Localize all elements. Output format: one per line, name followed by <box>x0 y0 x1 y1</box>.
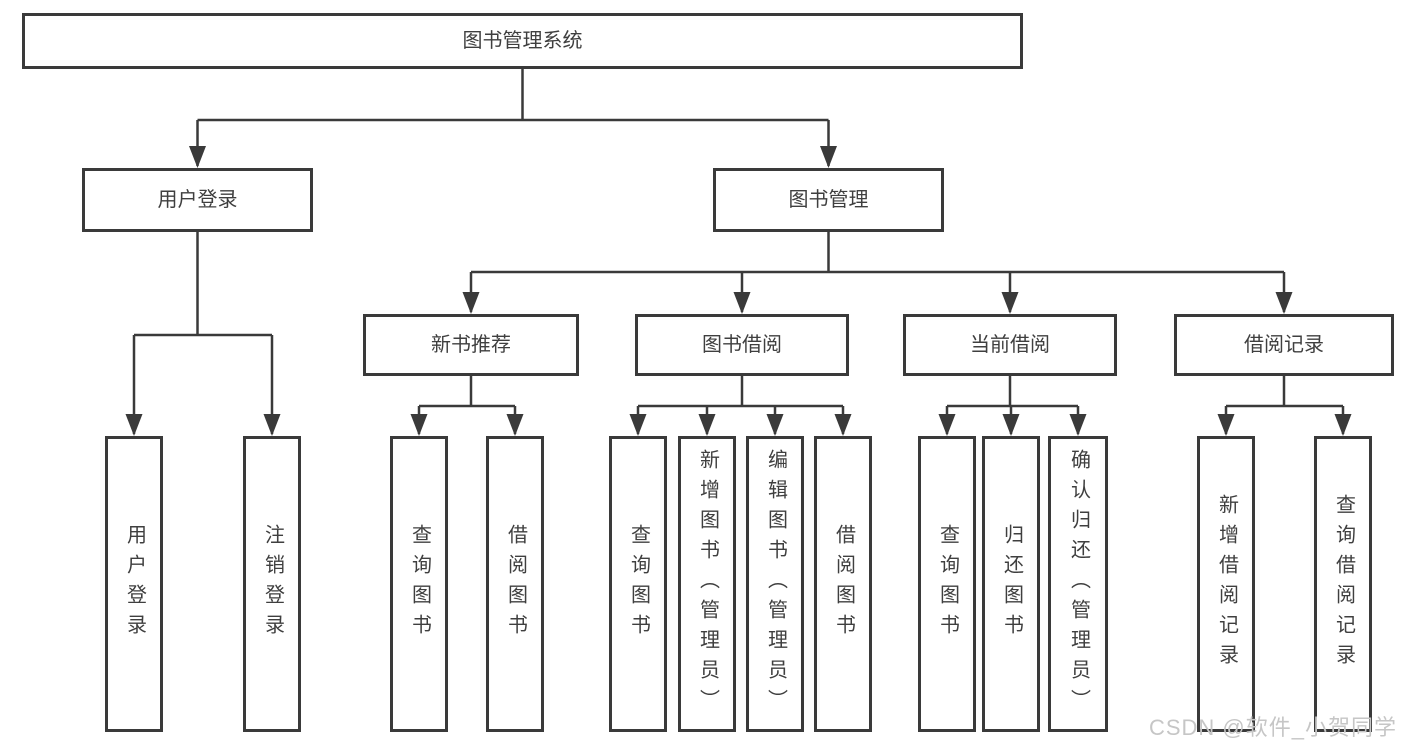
node-leaf-confirm-return-admin: 确认归还（管理员） <box>1048 436 1108 732</box>
node-borrow-records: 借阅记录 <box>1174 314 1394 376</box>
node-leaf-add-borrow-record: 新增借阅记录 <box>1197 436 1255 732</box>
arrowhead <box>1217 414 1235 436</box>
arrowhead <box>766 414 784 436</box>
node-leaf-query-borrow-record: 查询借阅记录 <box>1314 436 1372 732</box>
arrowhead <box>263 414 281 436</box>
arrowhead <box>125 414 143 436</box>
arrowhead <box>462 292 480 314</box>
arrowhead <box>506 414 524 436</box>
node-leaf-return-book: 归还图书 <box>982 436 1040 732</box>
node-leaf-user-login: 用户登录 <box>105 436 163 732</box>
arrowhead <box>1334 414 1352 436</box>
node-leaf-query-books-borrow: 查询图书 <box>609 436 667 732</box>
arrowhead <box>1275 292 1293 314</box>
arrowhead <box>834 414 852 436</box>
node-leaf-query-books-recommend: 查询图书 <box>390 436 448 732</box>
node-current-borrow: 当前借阅 <box>903 314 1117 376</box>
arrowhead <box>629 414 647 436</box>
node-book-borrow: 图书借阅 <box>635 314 849 376</box>
node-leaf-query-books-current: 查询图书 <box>918 436 976 732</box>
arrowhead <box>1001 292 1019 314</box>
csdn-watermark: CSDN @软件_小贺同学 <box>1148 715 1397 740</box>
node-leaf-edit-book-admin: 编辑图书（管理员） <box>746 436 804 732</box>
node-leaf-add-book-admin: 新增图书（管理员） <box>678 436 736 732</box>
arrowhead <box>938 414 956 436</box>
node-leaf-borrow-books: 借阅图书 <box>814 436 872 732</box>
arrowhead <box>410 414 428 436</box>
arrowhead <box>820 146 837 168</box>
node-library-management-system: 图书管理系统 <box>22 13 1023 69</box>
arrowhead <box>1069 414 1087 436</box>
arrowhead <box>1002 414 1020 436</box>
arrowhead <box>733 292 751 314</box>
node-user-login: 用户登录 <box>82 168 313 232</box>
node-book-management: 图书管理 <box>713 168 944 232</box>
arrowhead <box>189 146 206 168</box>
arrowhead <box>698 414 716 436</box>
node-new-book-recommend: 新书推荐 <box>363 314 579 376</box>
node-leaf-logout: 注销登录 <box>243 436 301 732</box>
node-leaf-borrow-books-recommend: 借阅图书 <box>486 436 544 732</box>
